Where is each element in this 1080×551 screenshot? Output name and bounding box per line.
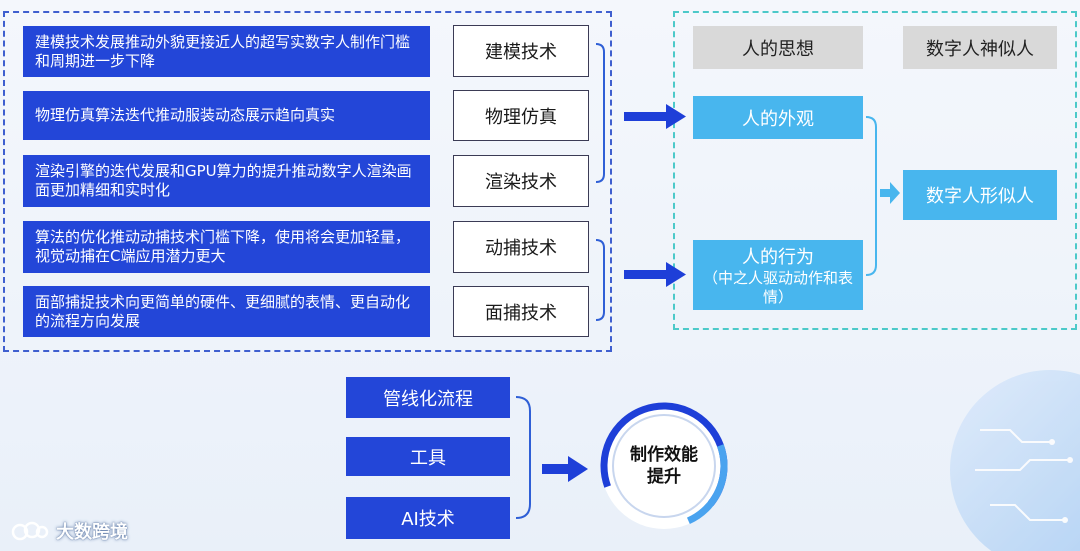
arrow-right-icon	[624, 104, 686, 129]
desc-modeling: 建模技术发展推动外貌更接近人的超写实数字人制作门槛和周期进一步下降	[23, 26, 430, 77]
arrow-right-icon	[624, 262, 686, 287]
arrow-right-icon	[880, 182, 900, 204]
box-digital-form: 数字人形似人	[903, 170, 1057, 220]
bracket-bottom	[595, 239, 605, 321]
header-digital-spirit: 数字人神似人	[903, 26, 1057, 69]
efficiency-label: 制作效能 提升	[630, 445, 698, 487]
bracket-top	[595, 43, 605, 183]
box-tools: 工具	[346, 437, 510, 476]
header-human-thought: 人的思想	[693, 26, 863, 69]
brand-logo-icon	[11, 521, 49, 541]
right-dashed-frame	[673, 11, 1077, 330]
desc-rendering: 渲染引擎的迭代发展和GPU算力的提升推动数字人渲染画面更加精细和实时化	[23, 155, 430, 207]
tech-physics: 物理仿真	[453, 90, 589, 141]
desc-physics: 物理仿真算法迭代推动服装动态展示趋向真实	[23, 91, 430, 140]
efficiency-ring	[600, 402, 728, 530]
arrow-right-icon	[542, 456, 588, 482]
tech-rendering: 渲染技术	[453, 155, 589, 207]
box-human-appearance: 人的外观	[693, 96, 863, 139]
tech-face-capture: 面捕技术	[453, 286, 589, 337]
box-pipeline: 管线化流程	[346, 377, 510, 418]
box-ai-tech: AI技术	[346, 497, 510, 539]
globe-decoration	[950, 370, 1080, 551]
watermark: 大数跨境	[10, 516, 170, 546]
tech-modeling: 建模技术	[453, 25, 589, 77]
tech-motion-capture: 动捕技术	[453, 221, 589, 273]
bracket-bottom-items	[515, 396, 531, 519]
desc-face-capture: 面部捕捉技术向更简单的硬件、更细腻的表情、更自动化的流程方向发展	[23, 286, 430, 337]
box-human-behavior: 人的行为 （中之人驱动动作和表情）	[693, 240, 863, 310]
left-dashed-frame	[3, 11, 612, 352]
desc-motion-capture: 算法的优化推动动捕技术门槛下降，使用将会更加轻量，视觉动捕在C端应用潜力更大	[23, 221, 430, 273]
bracket-right	[865, 116, 877, 276]
